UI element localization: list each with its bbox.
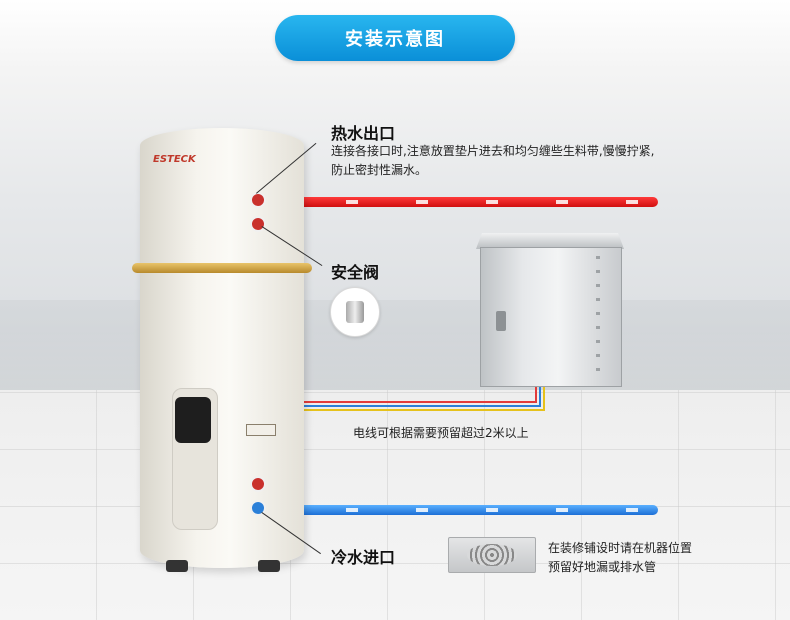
hot-outlet-label: 热水出口 <box>331 124 396 143</box>
control-screen <box>175 397 211 443</box>
cold-water-pipe <box>252 505 658 515</box>
electrical-box-roof <box>476 233 624 249</box>
wire-note: 电线可根据需要预留超过2米以上 <box>353 426 529 440</box>
nameplate <box>246 424 276 436</box>
electrical-box-handle <box>496 311 506 331</box>
safety-valve-icon <box>330 287 380 337</box>
drain-grate <box>467 544 517 566</box>
drain-note-line2: 预留好地漏或排水管 <box>548 560 657 574</box>
hot-water-pipe <box>252 197 658 207</box>
valve-body <box>346 301 364 323</box>
drain-fitting <box>250 476 266 492</box>
safety-valve-label: 安全阀 <box>331 263 380 282</box>
tank-gold-band <box>132 263 312 273</box>
electrical-box-hinge <box>596 256 600 372</box>
hot-outlet-note: 连接各接口时,注意放置垫片进去和均匀缠些生料带,慢慢拧紧,防止密封性漏水。 <box>331 144 655 177</box>
header-title: 安装示意图 <box>275 15 515 61</box>
tank-foot-right <box>258 560 280 572</box>
floor-drain-icon <box>448 537 536 573</box>
brand-logo: ESTECK <box>153 154 196 165</box>
drain-note-line1: 在装修铺设时请在机器位置 <box>548 541 693 555</box>
cold-inlet-label: 冷水进口 <box>331 548 396 567</box>
hot-outlet-fitting <box>250 192 266 208</box>
hot-flow-arrows <box>252 200 658 204</box>
tank-foot-left <box>166 560 188 572</box>
city-skyline-background <box>0 300 790 390</box>
water-heater-tank <box>140 128 304 568</box>
cold-flow-arrows <box>252 508 658 512</box>
safety-valve-fitting <box>250 216 266 232</box>
